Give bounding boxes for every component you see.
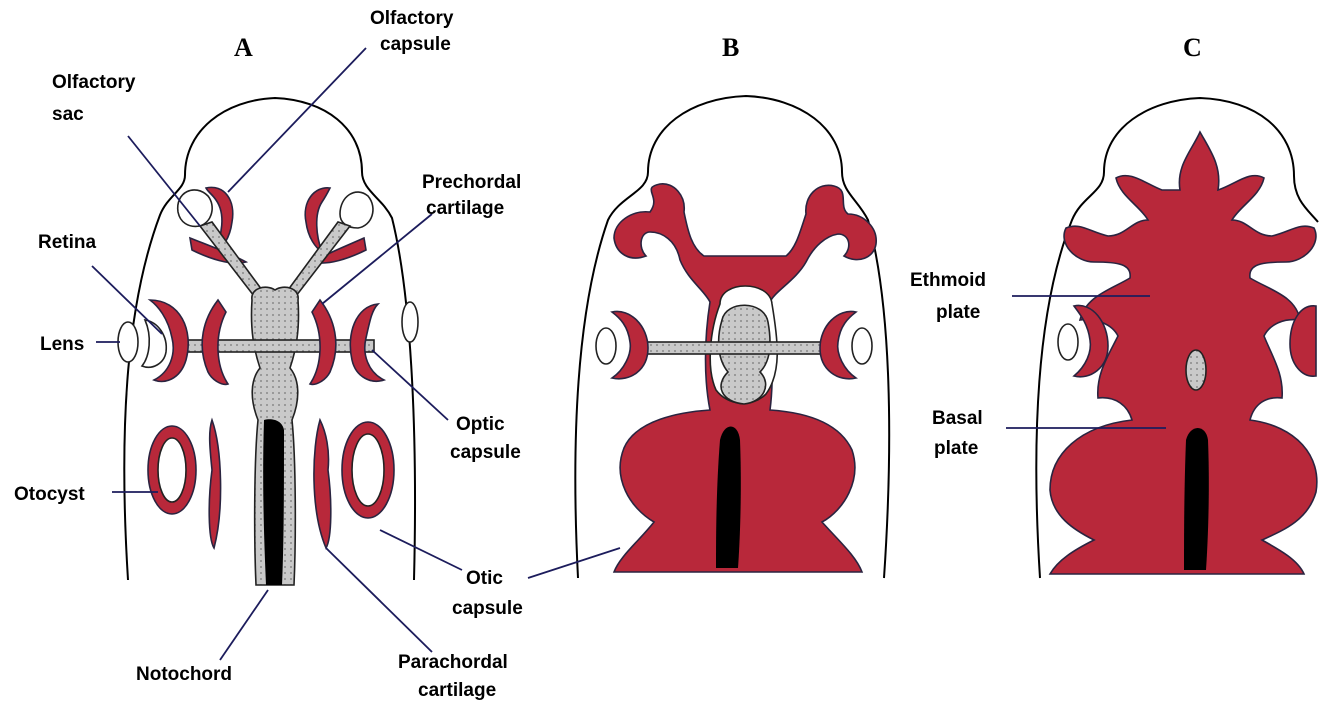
- leader-olfactory-capsule: [228, 48, 366, 192]
- leader-otic-capsule-a: [380, 530, 462, 570]
- label-notochord: Notochord: [136, 664, 232, 685]
- leader-notochord: [220, 590, 268, 660]
- otocyst-right: [352, 434, 384, 506]
- panel-c: [1006, 98, 1318, 578]
- label-olfactory-capsule-1: Olfactory: [370, 8, 454, 29]
- lens-right-b: [852, 328, 872, 364]
- eye-left-b: [612, 311, 648, 378]
- label-retina: Retina: [38, 232, 97, 253]
- label-prechordal-1: Prechordal: [422, 172, 521, 193]
- lens-left-c: [1058, 324, 1078, 360]
- label-otic-2: capsule: [452, 598, 523, 619]
- label-basal-1: Basal: [932, 408, 983, 429]
- label-olfactory-sac-1: Olfactory: [52, 72, 136, 93]
- label-optic-1: Optic: [456, 414, 505, 435]
- trabecula-left: [200, 222, 262, 296]
- label-otocyst: Otocyst: [14, 484, 85, 505]
- eye-right-b: [820, 311, 856, 378]
- label-parachordal-2: cartilage: [418, 680, 496, 701]
- panel-letter-c: C: [1183, 33, 1202, 62]
- panel-b: [528, 96, 889, 578]
- label-optic-2: capsule: [450, 442, 521, 463]
- otocyst-left: [158, 438, 186, 502]
- label-ethmoid-2: plate: [936, 302, 980, 323]
- optic-stalk-b: [640, 342, 830, 354]
- parachordal-right: [314, 420, 331, 548]
- label-parachordal-1: Parachordal: [398, 652, 508, 673]
- label-prechordal-2: cartilage: [426, 198, 504, 219]
- label-lens: Lens: [40, 334, 84, 355]
- label-otic-1: Otic: [466, 568, 503, 589]
- leader-parachordal: [326, 548, 432, 652]
- panel-a: [92, 48, 462, 660]
- label-basal-2: plate: [934, 438, 978, 459]
- lens-right: [402, 302, 418, 342]
- label-olfactory-capsule-2: capsule: [380, 34, 451, 55]
- panel-letter-a: A: [234, 33, 253, 62]
- olfactory-sac-right: [340, 192, 373, 228]
- notochord-c: [1184, 428, 1209, 570]
- leader-otic-capsule-b: [528, 548, 620, 578]
- lens-left: [118, 322, 138, 362]
- lens-left-b: [596, 328, 616, 364]
- notochord-b: [716, 427, 741, 569]
- parachordal-left: [209, 420, 220, 548]
- panel-letter-b: B: [722, 33, 739, 62]
- label-olfactory-sac-2: sac: [52, 104, 84, 125]
- notochord-a: [263, 419, 284, 585]
- pituitary-fenestra-c: [1186, 350, 1206, 390]
- label-ethmoid-1: Ethmoid: [910, 270, 986, 291]
